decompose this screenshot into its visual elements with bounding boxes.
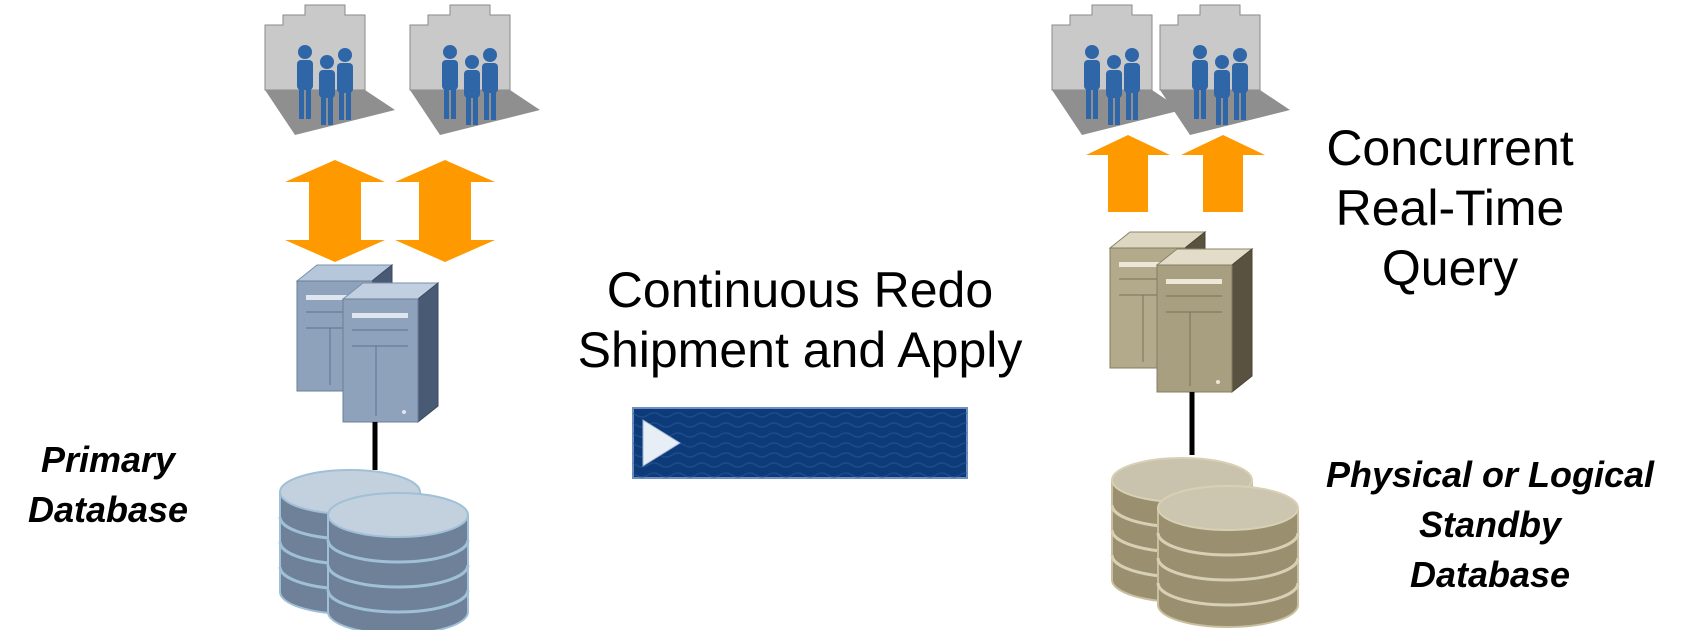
redo-arrow-icon: [632, 407, 968, 479]
redo-label-line-2: Shipment and Apply: [577, 322, 1023, 378]
standby-label-line-2: Standby: [1418, 504, 1561, 545]
user-group-icon: [1159, 4, 1290, 135]
redo-transport-label: Continuous Redo Shipment and Apply: [560, 260, 1040, 380]
double-arrow-icon: [395, 160, 495, 262]
user-group-icon: [264, 4, 395, 135]
up-arrow-icon: [1181, 135, 1265, 212]
query-label-line-1: Concurrent: [1326, 120, 1574, 176]
server-icon: [341, 281, 440, 424]
up-arrow-icon: [1086, 135, 1170, 212]
realtime-query-label: Concurrent Real-Time Query: [1300, 118, 1600, 298]
primary-label-line-2: Database: [27, 489, 189, 530]
standby-label-line-1: Physical or Logical: [1325, 454, 1655, 495]
database-icon: [1156, 485, 1300, 628]
query-label-line-2: Real-Time: [1335, 180, 1565, 236]
server-icon: [1155, 247, 1254, 394]
user-group-icon: [409, 4, 540, 135]
user-group-icon: [1051, 4, 1182, 135]
database-icon: [326, 492, 470, 630]
standby-label-line-3: Database: [1409, 554, 1571, 595]
query-label-line-3: Query: [1381, 240, 1519, 296]
primary-database-label: Primary Database: [8, 435, 208, 535]
redo-label-line-1: Continuous Redo: [606, 262, 994, 318]
double-arrow-icon: [285, 160, 385, 262]
standby-database-label: Physical or Logical Standby Database: [1285, 450, 1695, 600]
primary-label-line-1: Primary: [40, 439, 176, 480]
